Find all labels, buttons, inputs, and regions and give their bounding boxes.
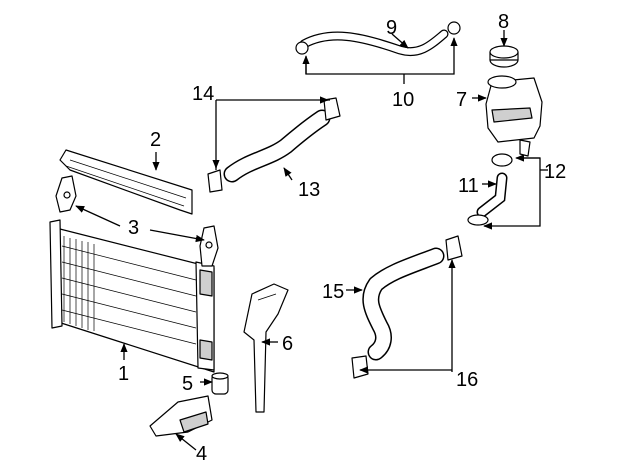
callout-10: 10 [392, 89, 414, 111]
lower-radiator-hose [351, 235, 463, 379]
callout-3: 3 [128, 217, 139, 239]
coolant-reservoir [485, 75, 543, 157]
radiator-bracket-left [55, 175, 77, 213]
upper-air-baffle [59, 149, 193, 215]
reservoir-cap [489, 45, 519, 68]
callout-12: 12 [544, 161, 566, 183]
lower-insulator [211, 372, 229, 395]
callout-11: 11 [458, 175, 479, 197]
callout-13: 13 [298, 179, 320, 201]
radiator [49, 219, 215, 373]
upper-radiator-hose [207, 97, 341, 193]
callout-4: 4 [196, 443, 207, 465]
side-air-deflector [243, 283, 289, 413]
reservoir-hose [467, 153, 513, 226]
callout-16: 16 [456, 369, 478, 391]
callout-6: 6 [282, 333, 293, 355]
radiator-bracket-right [199, 225, 219, 267]
callout-8: 8 [498, 11, 509, 33]
callout-7: 7 [456, 89, 467, 111]
lower-air-deflector [149, 395, 213, 437]
leader-lines [75, 30, 548, 451]
callout-labels: 1 2 3 4 5 6 7 8 9 10 11 12 13 14 15 16 [118, 11, 566, 465]
callout-1: 1 [118, 363, 129, 385]
callout-5: 5 [182, 373, 193, 395]
callout-2: 2 [150, 129, 161, 151]
overflow-hose [295, 21, 461, 56]
callout-14: 14 [192, 83, 214, 105]
callout-9: 9 [386, 17, 397, 39]
callout-15: 15 [322, 281, 344, 303]
